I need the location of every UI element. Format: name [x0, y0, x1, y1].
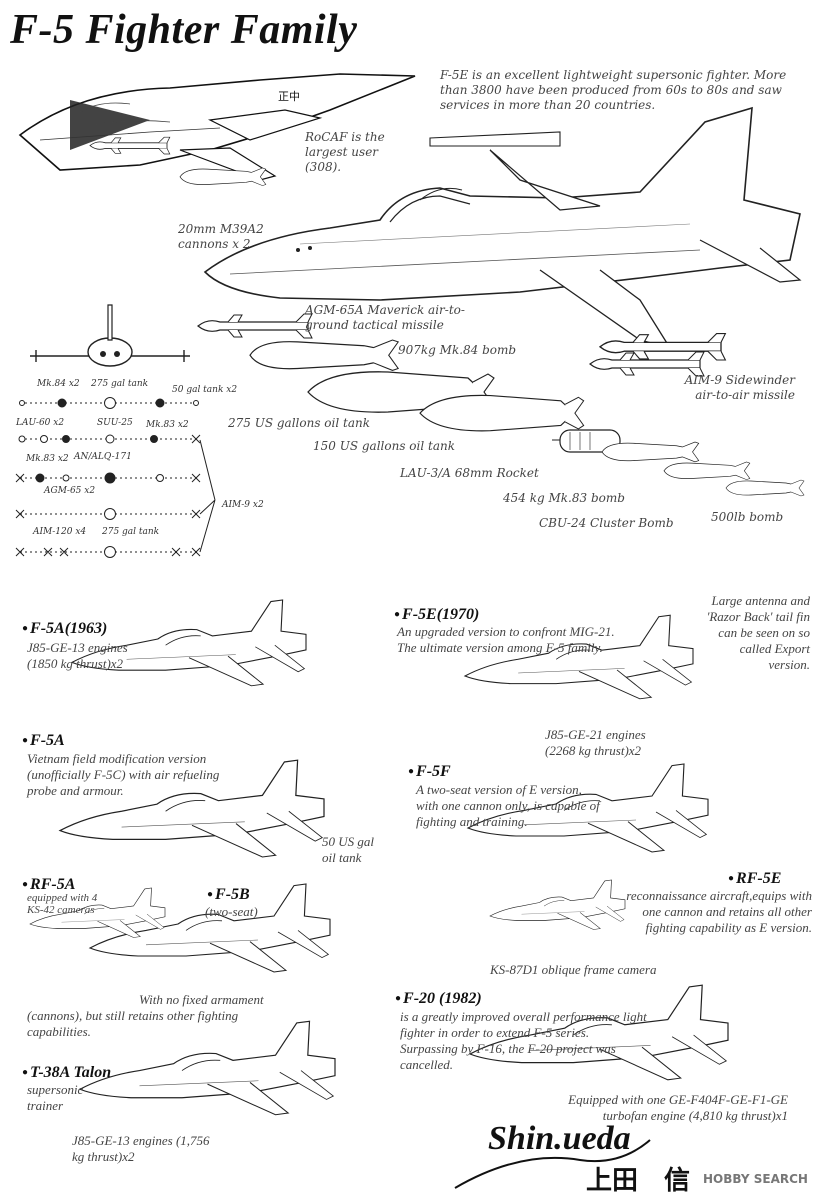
variant-title-t38: T-38A Talon — [22, 1064, 111, 1082]
front-view-silhouette — [30, 304, 190, 367]
variant-desc-f5a-1963: J85-GE-13 engines (1850 kg thrust)x2 — [27, 640, 128, 671]
variant-desc-f5f: A two-seat version of E version, with on… — [416, 782, 600, 829]
variant-title-f20: F-20 (1982) — [395, 990, 482, 1008]
loadout-label: Mk.84 x2 — [37, 379, 80, 389]
drawing-rf5e — [489, 879, 626, 930]
variant-note-f5a-vietnam: 50 US gal oil tank — [322, 834, 374, 865]
loadout-label: AIM-9 x2 — [222, 500, 264, 510]
rocaf-f5-sketch — [18, 73, 416, 186]
label-mk83: 454 kg Mk.83 bomb — [503, 491, 625, 505]
weapon-mk84 — [249, 339, 399, 372]
variant-desc-f5b: (two-seat) — [205, 904, 258, 919]
weapon-tank150 — [419, 394, 585, 432]
loadout-label: Mk.83 x2 — [146, 420, 189, 430]
weapon-mk83 — [601, 441, 700, 463]
variant-title-f5f: F-5F — [408, 763, 451, 781]
loadout-label: SUU-25 — [97, 418, 133, 428]
label-tank150: 150 US gallons oil tank — [313, 439, 455, 453]
variant-title-rf5e: RF-5E — [728, 870, 781, 888]
artist-name-kanji: 上田 信 — [586, 1166, 691, 1196]
loadout-label: AGM-65 x2 — [44, 486, 96, 496]
variant-desc-rf5a: equipped with 4 KS-42 cameras — [27, 892, 98, 916]
variant-title-f5e-1970: F-5E(1970) — [394, 606, 479, 624]
intro-text: F-5E is an excellent lightweight superso… — [440, 68, 787, 112]
loadout-label: 275 gal tank — [102, 527, 160, 537]
loadout-label: Mk.83 x2 — [26, 454, 69, 464]
rocaf-note: RoCAF is the largest user (308). — [305, 130, 385, 174]
signature-underline — [454, 1139, 651, 1189]
label-cbu24: CBU-24 Cluster Bomb — [539, 516, 674, 530]
weapon-cbu24 — [663, 461, 751, 480]
watermark: HOBBY SEARCH — [703, 1172, 808, 1186]
label-bomb500: 500lb bomb — [711, 510, 784, 524]
variant-engine-f20: Equipped with one GE-F404F-GE-F1-GE turb… — [568, 1092, 788, 1123]
loadout-label: 275 gal tank — [91, 379, 149, 389]
variant-camera-rf5e: KS-87D1 oblique frame camera — [490, 962, 657, 977]
variant-title-f5a-1963: F-5A(1963) — [22, 620, 107, 638]
variant-desc-f5e-1970: An upgraded version to confront MIG-21. … — [397, 624, 615, 655]
weapon-lau3 — [552, 429, 621, 453]
artist-signature: Shin.ueda — [488, 1120, 631, 1157]
page-title: F-5 Fighter Family — [10, 7, 358, 53]
variant-title-f5b: F-5B — [207, 886, 250, 904]
variant-desc-t38: supersonic trainer — [27, 1082, 84, 1113]
loadout-label: AIM-120 x4 — [33, 527, 87, 537]
loadout-label: 50 gal tank x2 — [172, 385, 238, 395]
variant-title-rf5a: RF-5A — [22, 876, 75, 894]
variant-note-f5e-1970: Large antenna and 'Razor Back' tail fin … — [706, 593, 810, 672]
loadout-label: AN/ALQ-171 — [74, 452, 132, 462]
weapon-agm65 — [197, 313, 313, 339]
main-f5e-drawing — [203, 106, 802, 377]
loadout-diagram — [15, 397, 216, 558]
label-tank275: 275 US gallons oil tank — [228, 416, 370, 430]
variant-desc-f5a-vietnam: Vietnam field modification version (unof… — [27, 751, 220, 798]
label-lau3: LAU-3/A 68mm Rocket — [400, 466, 539, 480]
label-mk84: 907kg Mk.84 bomb — [398, 343, 517, 357]
variant-engine-f5e-1970: J85-GE-21 engines (2268 kg thrust)x2 — [545, 727, 646, 758]
label-aim9: AIM-9 Sidewinder air-to-air missile — [684, 373, 795, 402]
variant-desc-f20: is a greatly improved overall performanc… — [400, 1009, 647, 1072]
variant-desc-rf5e: reconnaissance aircraft,equips with one … — [626, 888, 812, 935]
label-agm65: AGM-65A Maverick air-to-ground tactical … — [305, 303, 465, 332]
loadout-label: LAU-60 x2 — [16, 418, 65, 428]
label-cannon: 20mm M39A2 cannons x 2 — [178, 222, 264, 251]
variant-note-t38: J85-GE-13 engines (1,756 kg thrust)x2 — [72, 1133, 210, 1164]
variant-title-f5a-vietnam: F-5A — [22, 732, 65, 750]
weapon-bomb500 — [725, 479, 805, 497]
variant-note-f5b: With no fixed armament (cannons), but st… — [27, 992, 264, 1039]
aircraft-marking: 正中 — [278, 90, 300, 103]
